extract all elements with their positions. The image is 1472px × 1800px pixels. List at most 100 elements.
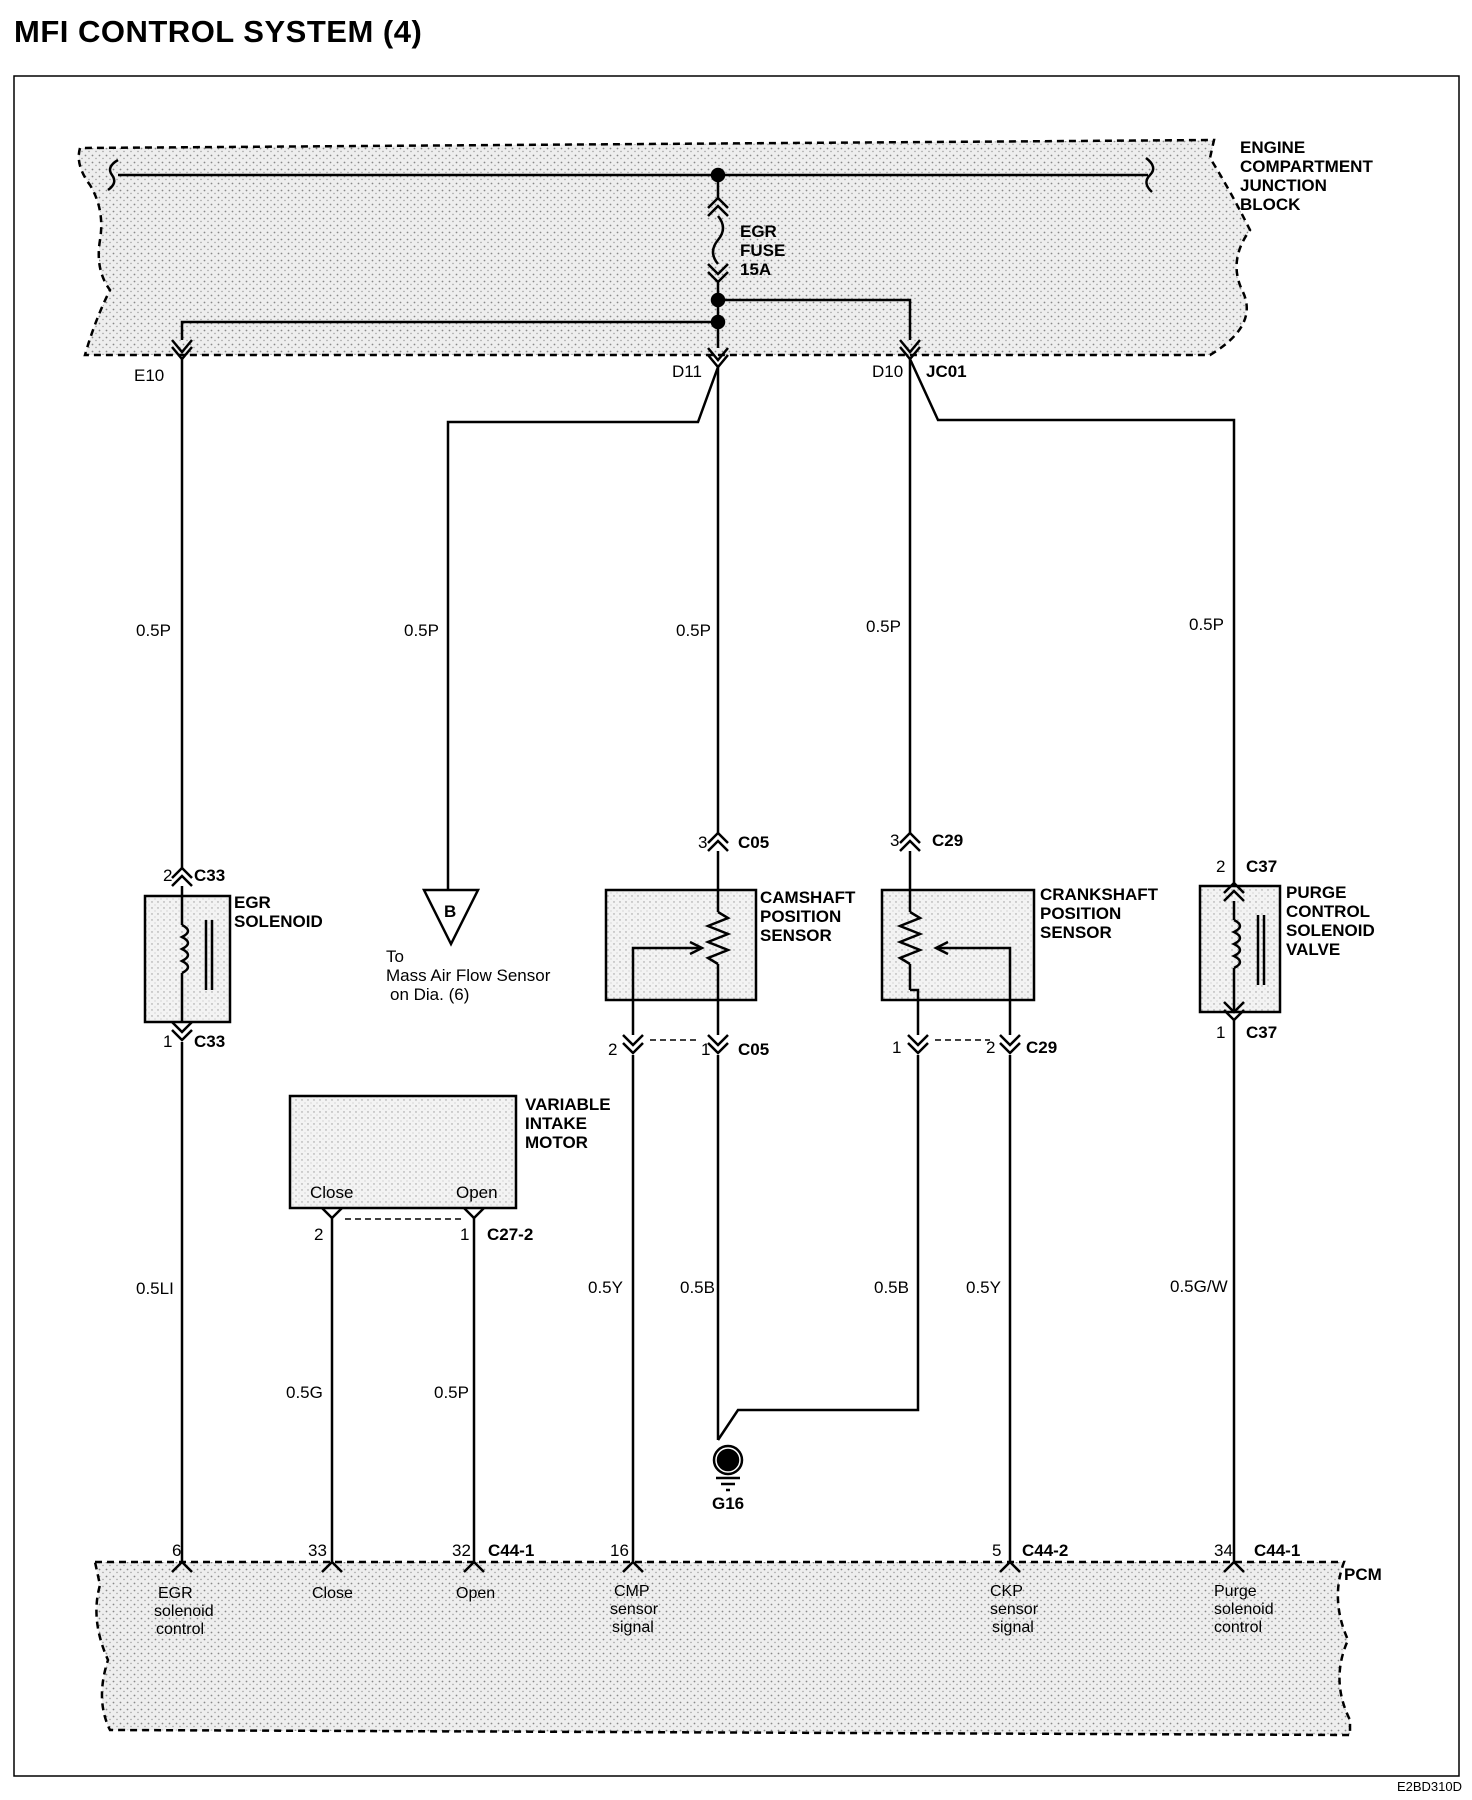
wire-label-e10: 0.5P [136,621,171,640]
connector-d11: D11 [672,362,702,381]
cmp-pin-top: 3 [698,833,707,852]
cmp-label-3: SENSOR [760,926,832,945]
wire-label-ckp-signal: 0.5Y [966,1278,1001,1297]
pcm-close-label: Close [312,1585,353,1602]
fuse-label-3: 15A [740,260,771,279]
vim-open-label: Open [456,1183,498,1202]
pcm-ckp-label-1: CKP [990,1583,1023,1600]
ckp-pin-bl: 1 [892,1038,901,1057]
pcm-cmp-label-3: signal [612,1619,654,1636]
purge-pin-bottom: 1 [1216,1023,1225,1042]
junction-block-label-1: ENGINE [1240,138,1305,157]
vim-pin-r: 1 [460,1225,469,1244]
pcm-purge-label-1: Purge [1214,1583,1257,1600]
junction-block-label-3: JUNCTION [1240,176,1327,195]
egr-solenoid-label-1: EGR [234,893,271,912]
egr-solenoid [143,866,232,1042]
vim-conn: C27-2 [487,1225,533,1244]
vim-pin-l: 2 [314,1225,323,1244]
wire-label-purge-control: 0.5G/W [1170,1277,1228,1296]
cmp-pin-bl: 2 [608,1040,617,1059]
ckp-conn-bottom: C29 [1026,1038,1057,1057]
cmp-label-2: POSITION [760,907,841,926]
connector-d10: D10 [872,362,903,381]
pcm-pin-6: 6 [172,1541,181,1560]
pcm-pin-34: 34 [1214,1541,1233,1560]
offpage-letter: B [444,902,456,921]
wire-label-purge-power: 0.5P [1189,615,1224,634]
pcm-pin-chevrons [171,1560,1245,1573]
junction-block-label-4: BLOCK [1240,195,1301,214]
offpage-text-2: Mass Air Flow Sensor [386,966,551,985]
document-code: E2BD310D [1396,1779,1462,1794]
ckp-label-1: CRANKSHAFT [1040,885,1159,904]
vim-label-3: MOTOR [525,1133,588,1152]
wire-label-cmp-signal: 0.5Y [588,1278,623,1297]
junction-block-label-2: COMPARTMENT [1240,157,1373,176]
pcm-pin-5: 5 [992,1541,1001,1560]
connector-e10: E10 [134,366,164,385]
wires [180,358,1236,1562]
offpage-text-1: To [386,947,404,966]
pcm-egr-label-1: EGR [158,1585,193,1602]
camshaft-position-sensor [604,831,758,1055]
purge-label-3: SOLENOID [1286,921,1375,940]
wire-label-cmp-ground: 0.5B [680,1278,715,1297]
egr-conn-bottom: C33 [194,1032,225,1051]
ckp-pin-br: 2 [986,1038,995,1057]
fuse-label-1: EGR [740,222,777,241]
pcm-conn-c44-1-a: C44-1 [488,1541,534,1560]
pcm-pin-32: 32 [452,1541,471,1560]
egr-conn-top: C33 [194,866,225,885]
pcm-block [93,1560,1352,1737]
purge-label-2: CONTROL [1286,902,1370,921]
pcm-purge-label-3: control [1214,1619,1262,1636]
purge-control-solenoid-valve [1198,881,1282,1022]
purge-pin-top: 2 [1216,857,1225,876]
vim-close-label: Close [310,1183,353,1202]
ground-label: G16 [712,1494,744,1513]
wire-label-egr-control: 0.5LI [136,1279,174,1298]
purge-label-1: PURGE [1286,883,1346,902]
purge-conn-top: C37 [1246,857,1277,876]
pcm-label: PCM [1344,1565,1382,1584]
cmp-pin-br: 1 [701,1040,710,1059]
page-title: MFI CONTROL SYSTEM (4) [14,14,423,49]
wire-label-vim-close: 0.5G [286,1383,323,1402]
junction-block [77,138,1252,357]
ckp-pin-top: 3 [890,831,899,850]
wire-label-b: 0.5P [404,621,439,640]
ckp-conn-top: C29 [932,831,963,850]
egr-fuse [707,175,729,330]
ground-g16 [712,1444,744,1492]
egr-pin-bottom: 1 [163,1032,172,1051]
purge-conn-bottom: C37 [1246,1023,1277,1042]
vim-label-2: INTAKE [525,1114,587,1133]
pcm-conn-c44-1-b: C44-1 [1254,1541,1300,1560]
pcm-egr-label-3: control [156,1621,204,1638]
ckp-label-3: SENSOR [1040,923,1112,942]
cmp-conn-top: C05 [738,833,769,852]
pcm-pin-16: 16 [610,1541,629,1560]
wire-label-cmp-power: 0.5P [676,621,711,640]
wire-label-ckp-power: 0.5P [866,617,901,636]
pcm-conn-c44-2: C44-2 [1022,1541,1068,1560]
pcm-open-label: Open [456,1585,495,1602]
vim-label-1: VARIABLE [525,1095,611,1114]
connector-jc01: JC01 [926,362,967,381]
pcm-ckp-label-2: sensor [990,1601,1039,1618]
variable-intake-motor [288,1094,518,1220]
purge-label-4: VALVE [1286,940,1340,959]
wire-label-ckp-ground: 0.5B [874,1278,909,1297]
pcm-purge-label-2: solenoid [1214,1601,1274,1618]
pcm-pin-33: 33 [308,1541,327,1560]
egr-solenoid-label-2: SOLENOID [234,912,323,931]
offpage-connector-b [421,888,481,947]
ckp-label-2: POSITION [1040,904,1121,923]
pcm-cmp-label-1: CMP [614,1583,650,1600]
pcm-ckp-label-3: signal [992,1619,1034,1636]
pcm-egr-label-2: solenoid [154,1603,214,1620]
egr-pin-top: 2 [163,866,172,885]
cmp-conn-bottom: C05 [738,1040,769,1059]
